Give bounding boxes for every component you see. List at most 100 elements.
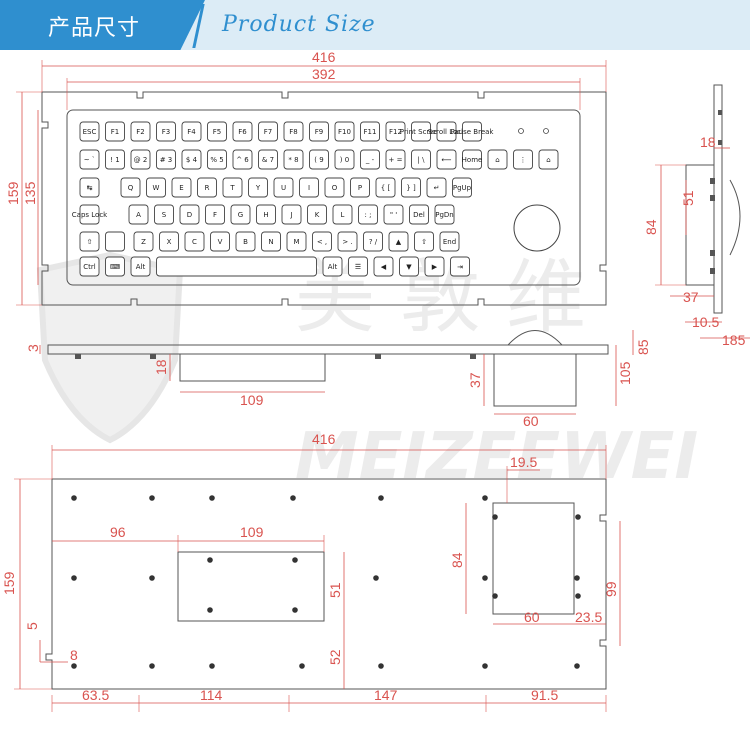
key-1-14[interactable]: ⟵ [436,149,457,170]
key-0-1[interactable]: F1 [105,121,125,142]
key-label: ! 1 [110,156,120,164]
key-0-5[interactable]: F5 [207,121,227,142]
key-3-2[interactable]: S [154,204,174,225]
mounting-hole [207,607,213,613]
key-3-13[interactable]: PgDn [434,204,455,225]
key-4-3[interactable]: X [159,231,179,252]
key-3-12[interactable]: Del [409,204,429,225]
key-3-11[interactable]: " ' [383,204,404,225]
key-4-14[interactable]: End [439,231,460,252]
key-4-9[interactable]: < , [312,231,332,252]
key-3-8[interactable]: K [307,204,327,225]
key-5-7[interactable]: ▼ [399,256,419,277]
key-2-10[interactable]: P [350,177,370,198]
key-0-6[interactable]: F6 [232,121,253,142]
key-2-2[interactable]: W [146,177,166,198]
key-3-5[interactable]: G [230,204,251,225]
key-1-10[interactable]: ) 0 [334,149,355,170]
key-5-9[interactable]: ⇥ [450,256,470,277]
key-1-7[interactable]: & 7 [258,149,278,170]
key-3-10[interactable]: : ; [358,204,378,225]
key-1-8[interactable]: * 8 [283,149,304,170]
key-0-15[interactable]: Pause Break [451,121,495,142]
key-1-18[interactable]: ⌂ [538,149,559,170]
key-0-13[interactable]: Print Screen [400,121,442,142]
dim-front-total-width: 416 [312,50,336,65]
key-3-4[interactable]: F [205,204,225,225]
key-2-6[interactable]: Y [248,177,268,198]
key-2-0[interactable]: ↹ [79,177,100,198]
key-label: ▲ [396,238,402,246]
key-2-13[interactable]: ↵ [426,177,447,198]
dim-profile-2: 109 [240,392,264,408]
key-5-6[interactable]: ◀ [373,256,394,277]
key-1-17[interactable]: ⋮ [513,149,533,170]
key-3-7[interactable]: J [281,204,302,225]
key-4-11[interactable]: ? / [363,231,383,252]
key-4-1[interactable] [105,231,125,252]
key-3-0[interactable]: Caps Lock [72,204,108,225]
key-4-5[interactable]: V [210,231,230,252]
key-4-7[interactable]: N [261,231,281,252]
key-0-10[interactable]: F10 [334,121,355,142]
key-1-6[interactable]: ^ 6 [232,149,253,170]
dim-back-cutout2-height: 84 [449,552,465,568]
key-0-14[interactable]: Scroll Lock [428,121,466,142]
key-1-5[interactable]: % 5 [207,149,227,170]
key-5-3[interactable] [156,256,317,277]
key-5-0[interactable]: Ctrl [79,256,100,277]
key-2-4[interactable]: R [197,177,217,198]
key-2-9[interactable]: O [324,177,345,198]
key-3-6[interactable]: H [256,204,276,225]
key-4-4[interactable]: C [184,231,205,252]
dim-back-cutout1-width: 109 [240,524,264,540]
key-0-2[interactable]: F2 [130,121,151,142]
key-2-1[interactable]: Q [120,177,141,198]
key-5-1[interactable]: ⌨ [105,256,125,277]
key-0-7[interactable]: F7 [258,121,278,142]
key-1-4[interactable]: $ 4 [181,149,202,170]
key-1-16[interactable]: ⌂ [487,149,508,170]
key-1-9[interactable]: ( 9 [309,149,329,170]
key-0-0[interactable]: ESC [79,121,100,142]
key-2-5[interactable]: T [222,177,243,198]
key-4-0[interactable]: ⇧ [79,231,100,252]
key-1-0[interactable]: ~ ` [79,149,100,170]
key-2-8[interactable]: I [299,177,319,198]
key-0-11[interactable]: F11 [360,121,380,142]
trackball[interactable] [513,204,561,252]
key-0-4[interactable]: F4 [181,121,202,142]
key-2-12[interactable]: } ] [401,177,421,198]
key-4-6[interactable]: B [235,231,256,252]
key-2-14[interactable]: PgUp [452,177,472,198]
key-2-11[interactable]: { [ [375,177,396,198]
key-1-15[interactable]: Home [462,149,483,170]
key-5-4[interactable]: Alt [322,256,343,277]
key-4-13[interactable]: ⇧ [414,231,434,252]
key-4-8[interactable]: M [286,231,307,252]
key-1-1[interactable]: ! 1 [105,149,125,170]
key-5-2[interactable]: Alt [130,256,151,277]
key-3-9[interactable]: L [332,204,353,225]
key-1-13[interactable]: | \ [411,149,431,170]
key-2-3[interactable]: E [171,177,192,198]
key-4-2[interactable]: Z [133,231,154,252]
key-2-7[interactable]: U [273,177,294,198]
key-4-12[interactable]: ▲ [388,231,409,252]
key-5-5[interactable]: ☰ [348,256,368,277]
key-5-8[interactable]: ▶ [424,256,445,277]
key-0-8[interactable]: F8 [283,121,304,142]
key-1-3[interactable]: # 3 [156,149,176,170]
key-label: B [243,238,248,246]
key-3-3[interactable]: D [179,204,200,225]
key-3-1[interactable]: A [128,204,149,225]
key-0-9[interactable]: F9 [309,121,329,142]
key-1-12[interactable]: + = [385,149,406,170]
key-0-12[interactable]: F12 [385,121,406,142]
key-1-2[interactable]: @ 2 [130,149,151,170]
key-label: } ] [406,184,416,192]
key-4-10[interactable]: > . [337,231,358,252]
key-0-3[interactable]: F3 [156,121,176,142]
key-1-11[interactable]: _ - [360,149,380,170]
key-label: Q [128,184,134,192]
